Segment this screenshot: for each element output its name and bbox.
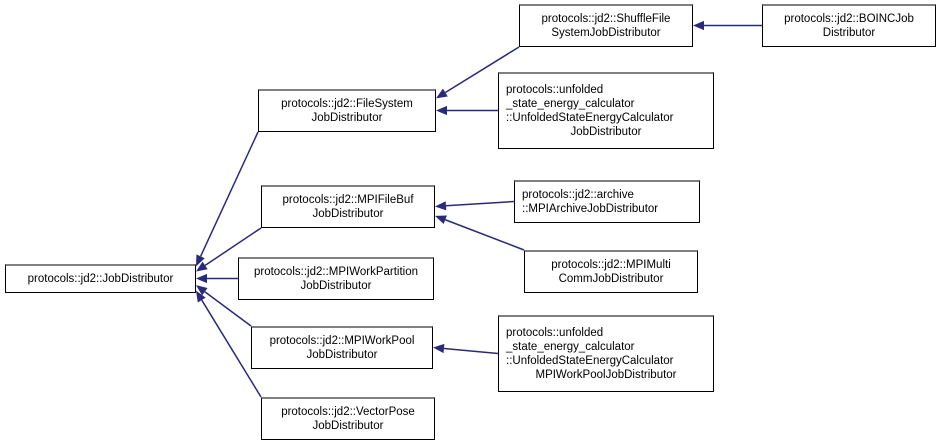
edge-vectorpose-to-jobdistributor [196, 290, 262, 398]
class-node-label: JobDistributor [306, 349, 378, 361]
edge-boinc-to-shufflefilesystem [693, 20, 762, 31]
class-node-label: protocols::jd2::MPIWorkPartition [253, 266, 419, 278]
edge-mpiarchive-to-mpifilebuf [435, 200, 515, 211]
class-node-label: protocols::jd2::VectorPose [281, 406, 415, 418]
class-node-label: protocols::unfolded [506, 84, 604, 96]
class-node-unfolded_mpiworkpool[interactable]: protocols::unfolded_state_energy_calcula… [498, 315, 714, 392]
class-node-label: JobDistributor [312, 208, 384, 220]
inheritance-arrowhead [436, 88, 448, 99]
class-node-label: Distributor [822, 27, 876, 39]
class-node-label: SystemJobDistributor [551, 27, 661, 39]
class-node-label: _state_energy_calculator [506, 341, 635, 353]
inheritance-arrowhead [196, 290, 206, 303]
inheritance-arrowhead [435, 215, 447, 225]
edge-mpifilebuf-to-jobdistributor [196, 227, 262, 272]
edge-filesystem-to-jobdistributor [196, 131, 259, 267]
class-node-label: ::MPIArchiveJobDistributor [522, 203, 659, 215]
class-node-label: protocols::jd2::MPIMulti [551, 259, 671, 271]
class-node-label: protocols::jd2::BOINCJob [784, 13, 914, 25]
class-node-label: protocols::jd2::MPIFileBuf [282, 194, 414, 206]
class-node-label: JobDistributor [300, 280, 372, 292]
inheritance-arrowhead [435, 201, 447, 211]
class-node-label: protocols::jd2::FileSystem [281, 98, 413, 110]
inheritance-arrowhead [433, 343, 445, 354]
class-node-label: protocols::unfolded [506, 327, 604, 339]
class-node-label: JobDistributor [311, 112, 383, 124]
class-node-label: CommJobDistributor [558, 273, 664, 285]
inheritance-arrowhead [693, 20, 704, 31]
class-node-label: protocols::jd2::ShuffleFile [541, 13, 671, 25]
class-node-label: protocols::jd2::JobDistributor [27, 273, 174, 285]
class-node-label: ::UnfoldedStateEnergyCalculator [506, 355, 674, 367]
class-node-label: JobDistributor [570, 126, 642, 138]
inheritance-arrowhead [196, 261, 208, 272]
class-node-jobdistributor[interactable]: protocols::jd2::JobDistributor [5, 264, 196, 293]
edge-mpiworkpartition-to-jobdistributor [196, 273, 238, 284]
edge-mpimulticomm-to-mpifilebuf [435, 215, 525, 251]
edge-unfolded_job-to-filesystem [436, 105, 498, 116]
inheritance-arrowhead [436, 105, 447, 116]
class-node-label: protocols::jd2::archive [522, 189, 634, 201]
class-node-unfolded_job[interactable]: protocols::unfolded_state_energy_calcula… [498, 72, 714, 149]
class-node-mpiarchive[interactable]: protocols::jd2::archive::MPIArchiveJobDi… [514, 180, 700, 223]
inheritance-arrowhead [196, 273, 207, 284]
class-node-label: MPIWorkPoolJobDistributor [535, 369, 677, 381]
class-node-label: _state_energy_calculator [506, 98, 635, 110]
edge-shufflefilesystem-to-filesystem [436, 46, 520, 99]
class-node-label: ::UnfoldedStateEnergyCalculator [506, 112, 674, 124]
class-node-label: JobDistributor [312, 420, 384, 432]
class-node-label: protocols::jd2::MPIWorkPool [269, 335, 415, 347]
inheritance-arrowhead [196, 254, 205, 267]
edge-unfolded_mpiworkpool-to-mpiworkpool [433, 343, 499, 355]
inheritance-arrowhead [196, 285, 208, 296]
edge-mpiworkpool-to-jobdistributor [196, 285, 252, 327]
